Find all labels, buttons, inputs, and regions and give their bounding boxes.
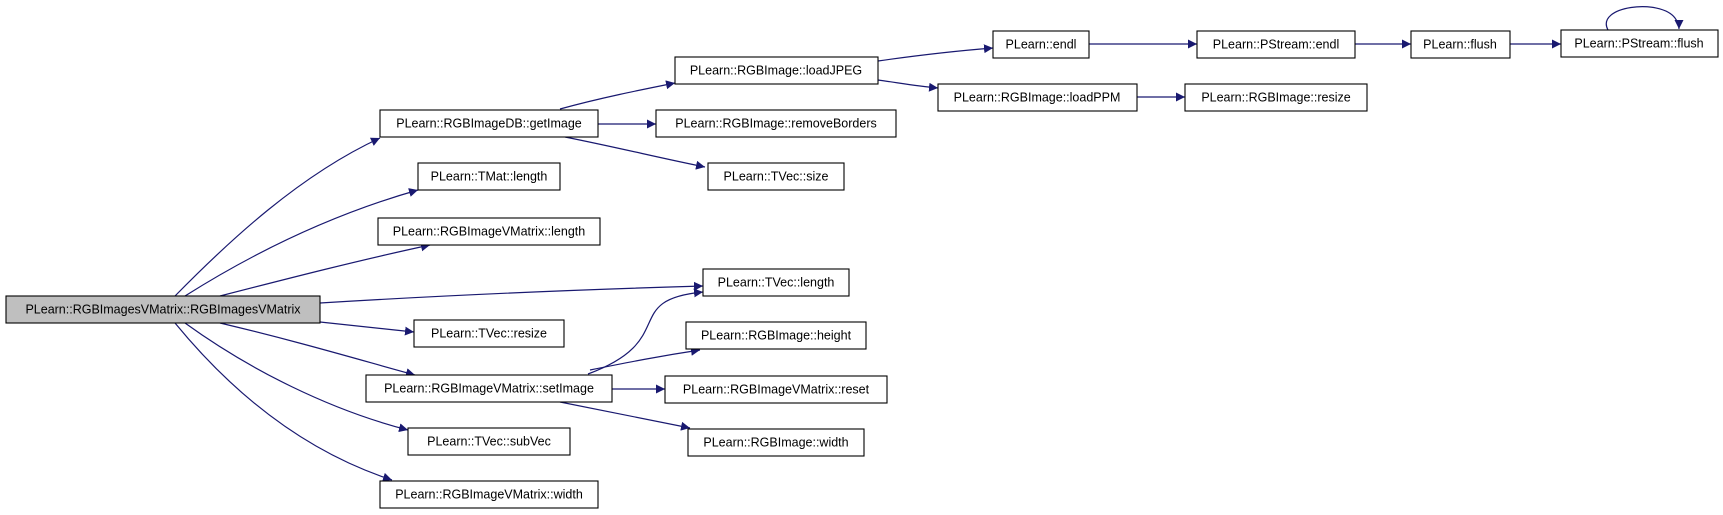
- node-removeBorders[interactable]: PLearn::RGBImage::removeBorders: [655, 109, 897, 138]
- node-tvec-length-label: PLearn::TVec::length: [718, 275, 835, 289]
- node-setImage[interactable]: PLearn::RGBImageVMatrix::setImage: [365, 374, 613, 403]
- node-vm-length-label: PLearn::RGBImageVMatrix::length: [393, 224, 585, 238]
- edge-root-vm-length: [219, 242, 431, 297]
- edge-root-getImage: [174, 137, 381, 297]
- node-root-label: PLearn::RGBImagesVMatrix::RGBImagesVMatr…: [25, 302, 301, 316]
- node-vm-width[interactable]: PLearn::RGBImageVMatrix::width: [379, 480, 599, 509]
- node-vm-length[interactable]: PLearn::RGBImageVMatrix::length: [377, 217, 601, 246]
- node-vm-reset-label: PLearn::RGBImageVMatrix::reset: [683, 382, 870, 396]
- node-getImage-label: PLearn::RGBImageDB::getImage: [396, 116, 582, 130]
- node-pstream-flush-label: PLearn::PStream::flush: [1574, 36, 1703, 50]
- edge-root-tmat-length: [184, 188, 419, 297]
- node-endl[interactable]: PLearn::endl: [992, 30, 1090, 59]
- node-getImage[interactable]: PLearn::RGBImageDB::getImage: [379, 109, 599, 138]
- node-img-width-label: PLearn::RGBImage::width: [703, 435, 848, 449]
- node-subVec[interactable]: PLearn::TVec::subVec: [407, 427, 571, 456]
- node-vm-width-label: PLearn::RGBImageVMatrix::width: [395, 487, 583, 501]
- node-pstream-flush[interactable]: PLearn::PStream::flush: [1560, 29, 1719, 58]
- node-flush[interactable]: PLearn::flush: [1410, 30, 1511, 59]
- node-flush-label: PLearn::flush: [1423, 37, 1497, 51]
- edge-setImage-img-height: [589, 346, 701, 371]
- node-subVec-label: PLearn::TVec::subVec: [427, 434, 551, 448]
- node-loadPPM[interactable]: PLearn::RGBImage::loadPPM: [937, 83, 1138, 112]
- edge-root-tvec-length: [319, 281, 704, 304]
- edge-root-tvec-resize: [319, 321, 415, 336]
- node-vm-reset[interactable]: PLearn::RGBImageVMatrix::reset: [664, 375, 888, 404]
- node-setImage-label: PLearn::RGBImageVMatrix::setImage: [384, 381, 594, 395]
- node-pstream-endl[interactable]: PLearn::PStream::endl: [1196, 30, 1356, 59]
- node-img-resize[interactable]: PLearn::RGBImage::resize: [1184, 83, 1368, 112]
- node-tvec-length[interactable]: PLearn::TVec::length: [702, 268, 850, 297]
- node-tmat-length[interactable]: PLearn::TMat::length: [417, 162, 561, 191]
- edge-pstream-flush-self: [1605, 6, 1684, 31]
- node-endl-label: PLearn::endl: [1006, 37, 1077, 51]
- node-pstream-endl-label: PLearn::PStream::endl: [1213, 37, 1339, 51]
- node-loadPPM-label: PLearn::RGBImage::loadPPM: [954, 90, 1121, 104]
- node-img-resize-label: PLearn::RGBImage::resize: [1201, 90, 1350, 104]
- node-loadJPEG-label: PLearn::RGBImage::loadJPEG: [690, 63, 862, 77]
- node-tvec-size[interactable]: PLearn::TVec::size: [707, 162, 845, 191]
- edge-root-setImage: [219, 322, 416, 377]
- edges: [174, 6, 1684, 482]
- node-img-width[interactable]: PLearn::RGBImage::width: [687, 428, 865, 457]
- node-tvec-resize[interactable]: PLearn::TVec::resize: [413, 319, 565, 348]
- edge-setImage-tvec-length: [587, 288, 704, 375]
- edge-root-vm-width: [174, 322, 393, 482]
- node-removeBorders-label: PLearn::RGBImage::removeBorders: [675, 116, 876, 130]
- node-tvec-resize-label: PLearn::TVec::resize: [431, 326, 547, 340]
- edge-setImage-img-width: [559, 401, 691, 431]
- node-tvec-size-label: PLearn::TVec::size: [724, 169, 829, 183]
- edge-loadJPEG-loadPPM: [877, 79, 939, 92]
- node-img-height[interactable]: PLearn::RGBImage::height: [685, 321, 867, 350]
- edge-getImage-tvec-size: [564, 136, 706, 170]
- node-tmat-length-label: PLearn::TMat::length: [431, 169, 548, 183]
- node-loadJPEG[interactable]: PLearn::RGBImage::loadJPEG: [674, 56, 879, 85]
- edge-loadJPEG-endl: [877, 44, 994, 62]
- edge-getImage-loadJPEG: [559, 80, 676, 110]
- node-root[interactable]: PLearn::RGBImagesVMatrix::RGBImagesVMatr…: [5, 295, 321, 324]
- node-img-height-label: PLearn::RGBImage::height: [701, 328, 852, 342]
- edge-root-subVec: [184, 322, 409, 433]
